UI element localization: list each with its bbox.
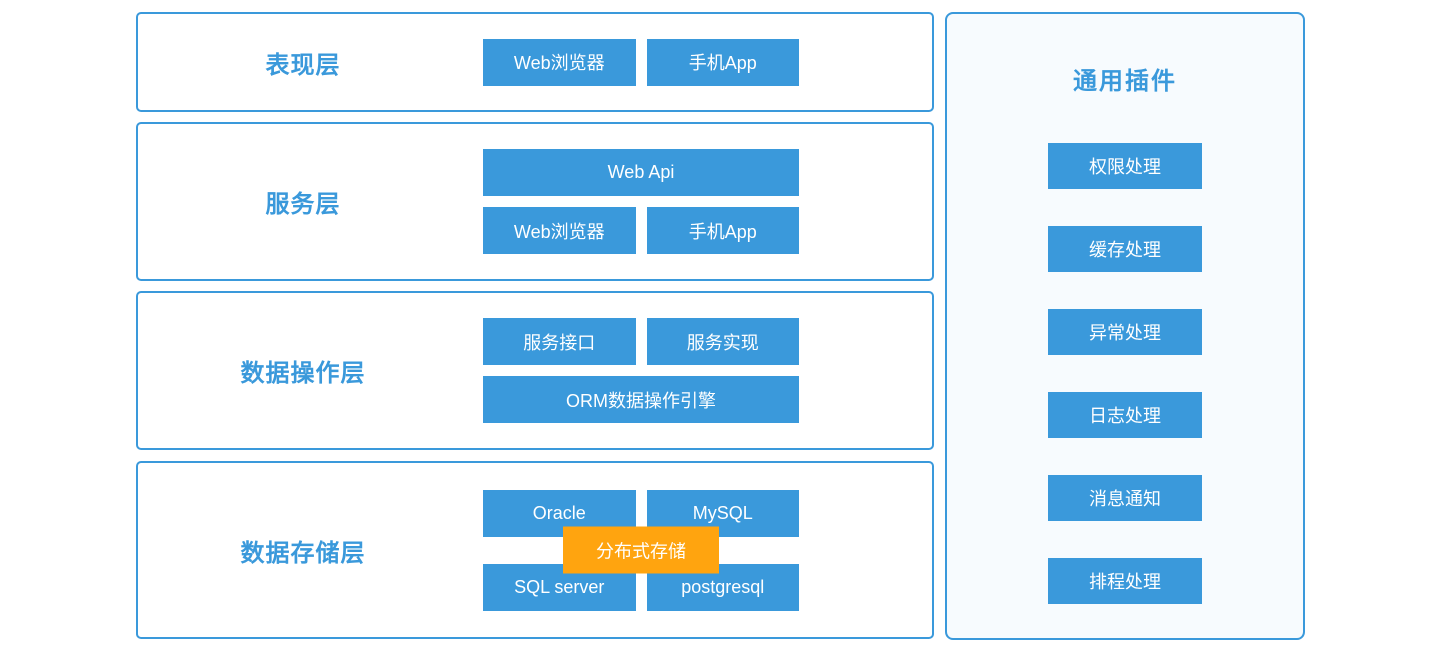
layer-data-operation: 数据操作层 服务接口 服务实现 ORM数据操作引擎 xyxy=(136,291,934,450)
block-service-implementation: 服务实现 xyxy=(646,318,799,365)
layer-data-storage-body: Oracle MySQL SQL server postgresql 分布式存储 xyxy=(483,489,799,611)
block-oracle: Oracle xyxy=(483,489,636,537)
block-web-api: Web Api xyxy=(483,149,799,196)
block-web-browser: Web浏览器 xyxy=(483,207,636,254)
layer-data-operation-title: 数据操作层 xyxy=(240,360,366,387)
layer-presentation-title: 表现层 xyxy=(265,51,341,79)
layers-column: 表现层 Web浏览器 手机App 服务层 Web Api Web浏览器 手机Ap… xyxy=(136,12,934,639)
plugin-exception: 异常处理 xyxy=(1048,309,1202,355)
plugin-permission: 权限处理 xyxy=(1048,143,1202,189)
block-row: Web Api xyxy=(483,149,799,196)
block-row: ORM数据操作引擎 xyxy=(483,376,799,423)
layer-service-body: Web Api Web浏览器 手机App xyxy=(483,149,799,254)
plugin-logging: 日志处理 xyxy=(1048,392,1202,438)
block-row: SQL server postgresql xyxy=(483,563,799,611)
block-orm-engine: ORM数据操作引擎 xyxy=(483,376,799,423)
block-row: 服务接口 服务实现 xyxy=(483,318,799,365)
layer-data-storage-title: 数据存储层 xyxy=(240,539,366,567)
block-web-browser: Web浏览器 xyxy=(483,38,636,86)
plugin-scheduling: 排程处理 xyxy=(1048,558,1202,604)
block-postgresql: postgresql xyxy=(646,563,799,611)
block-service-interface: 服务接口 xyxy=(483,318,636,365)
plugin-notification: 消息通知 xyxy=(1048,475,1202,521)
plugins-panel: 通用插件 权限处理 缓存处理 异常处理 日志处理 消息通知 排程处理 xyxy=(945,12,1305,640)
plugins-panel-title: 通用插件 xyxy=(1073,68,1177,95)
block-row: Web浏览器 手机App xyxy=(483,207,799,254)
layer-data-storage: 数据存储层 Oracle MySQL SQL server postgresql… xyxy=(136,461,934,639)
layer-data-operation-body: 服务接口 服务实现 ORM数据操作引擎 xyxy=(483,318,799,423)
plugins-list: 权限处理 缓存处理 异常处理 日志处理 消息通知 排程处理 xyxy=(1048,143,1202,604)
block-distributed-storage: 分布式存储 xyxy=(563,526,719,574)
layer-service: 服务层 Web Api Web浏览器 手机App xyxy=(136,122,934,281)
block-row: Web浏览器 手机App xyxy=(483,38,799,86)
layer-presentation-body: Web浏览器 手机App xyxy=(483,38,799,86)
plugin-cache: 缓存处理 xyxy=(1048,226,1202,272)
layer-service-title: 服务层 xyxy=(265,191,341,218)
layer-presentation: 表现层 Web浏览器 手机App xyxy=(136,12,934,112)
block-mobile-app: 手机App xyxy=(646,207,799,254)
block-sql-server: SQL server xyxy=(483,563,636,611)
block-mobile-app: 手机App xyxy=(646,38,799,86)
